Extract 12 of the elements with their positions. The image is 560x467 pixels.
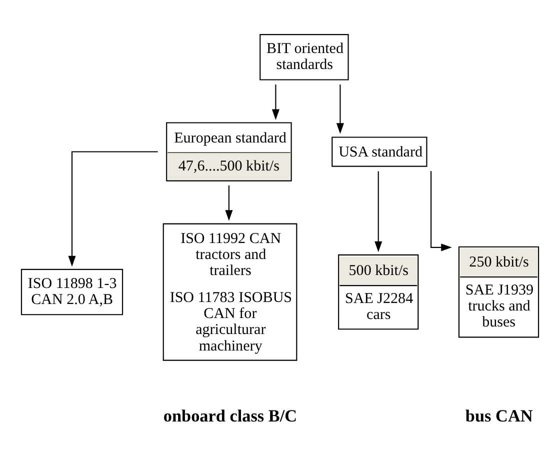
arrow [225,184,233,220]
arrow [336,84,344,134]
arrow [68,150,158,266]
node-box: ISO 11898 1-3 CAN 2.0 A,B [20,268,124,315]
arrow [272,84,280,120]
label: bus CAN [465,406,533,425]
node-box: USA standard [332,136,428,166]
label: onboard class B/C [163,406,298,425]
arrow [430,170,452,251]
node-box: BIT oriented standards [260,34,349,80]
node-box: ISO 11992 CAN tractors and trailers ISO 11783 ISOBUS CAN for agriculturar machinery [162,222,298,360]
arrow [374,170,382,252]
